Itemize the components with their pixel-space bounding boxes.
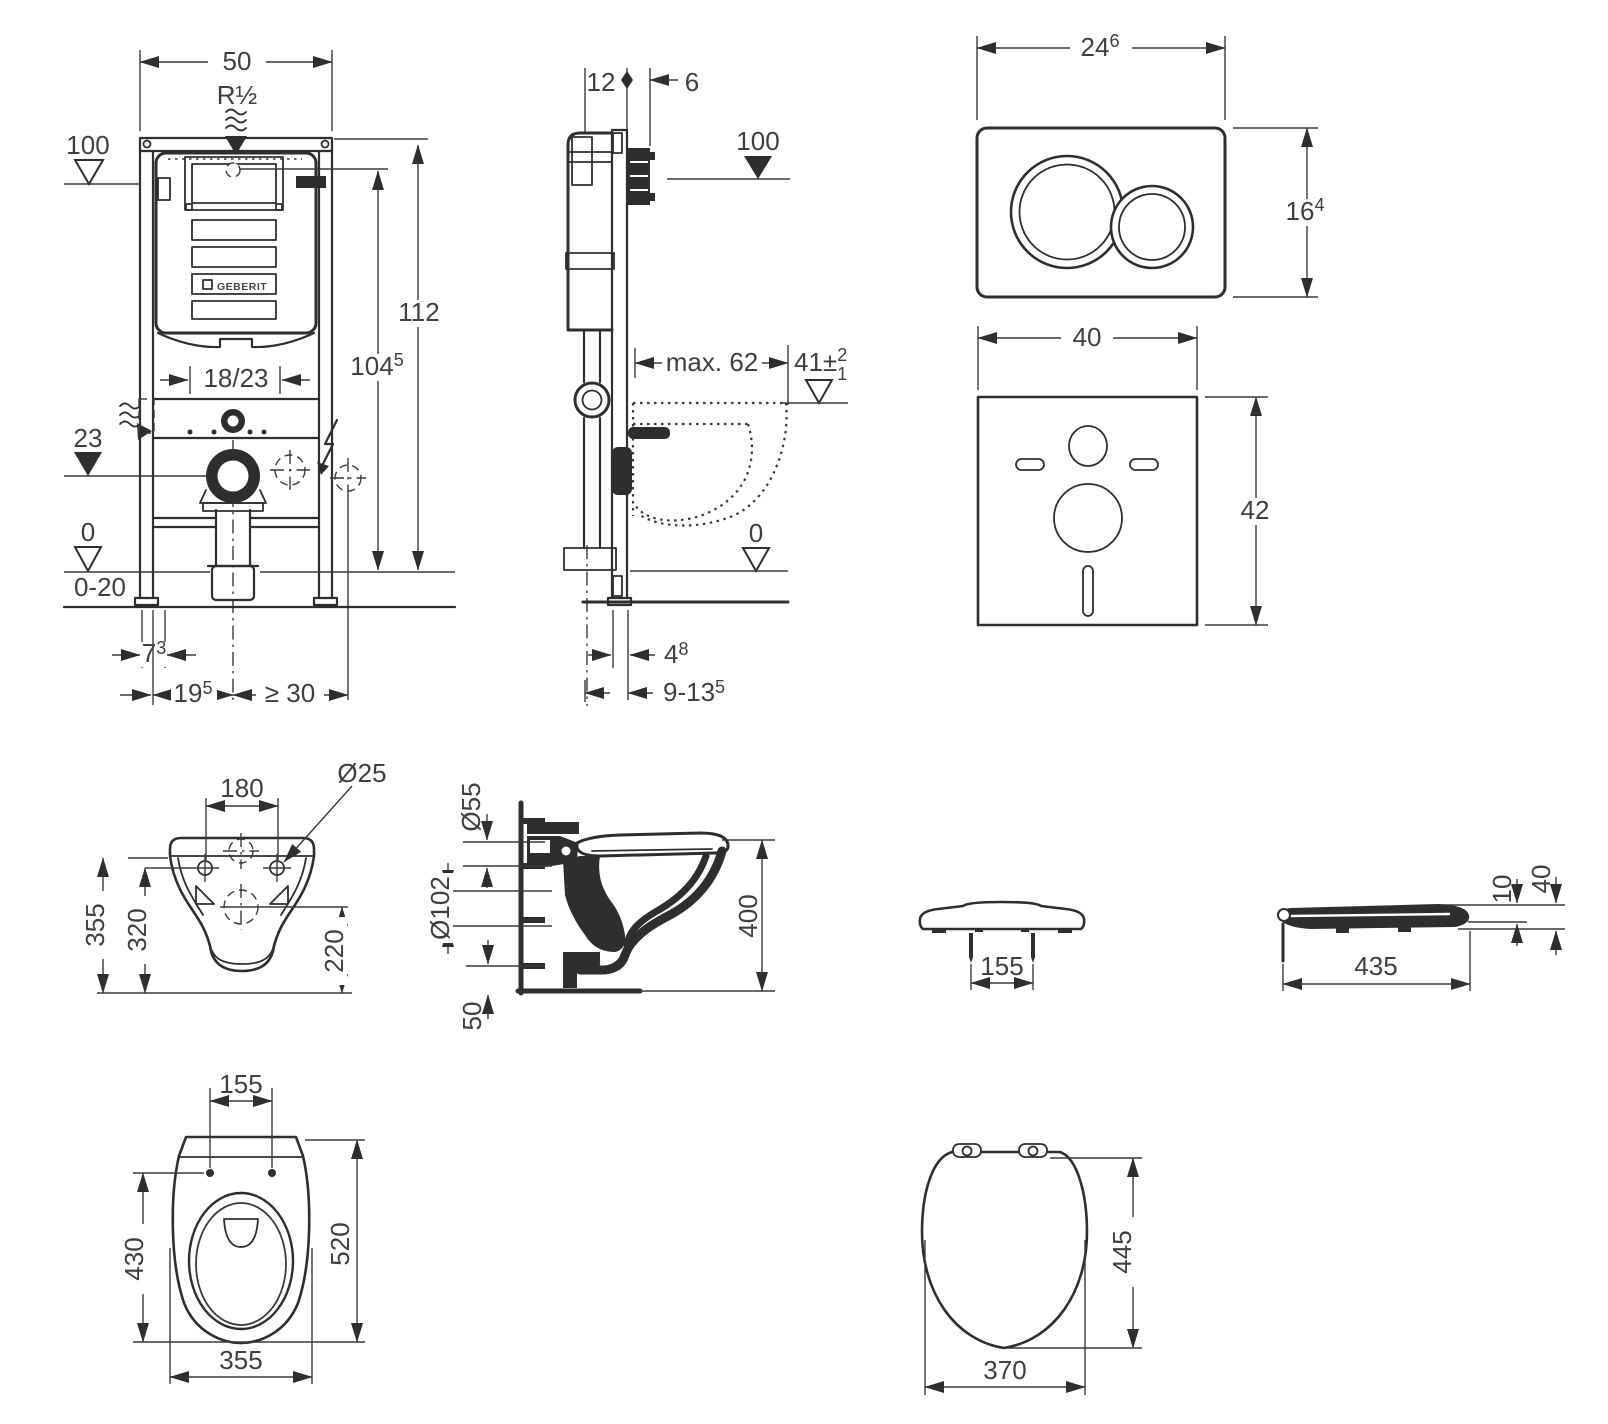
seat-side-view: 10 40 435 bbox=[1277, 865, 1565, 991]
dim-min-side: ≥ 30 bbox=[265, 678, 315, 708]
dim-fixing-spacing: 18/23 bbox=[203, 363, 268, 393]
dim-height-1045: 1045 bbox=[350, 350, 403, 381]
dim-48: 48 bbox=[664, 639, 688, 669]
seat-top-view: 445 370 bbox=[920, 1143, 1142, 1395]
dim-depth-6: 6 bbox=[685, 67, 699, 97]
dim-dia102: Ø102 bbox=[425, 876, 455, 940]
dim-h355: 355 bbox=[80, 903, 110, 946]
dim-plate-width: 246 bbox=[1081, 31, 1120, 62]
dim-level-0: 0 bbox=[81, 517, 95, 547]
dim-offset-195: 195 bbox=[174, 678, 213, 708]
dim-max-62: max. 62 bbox=[666, 347, 759, 377]
dim-depth-12: 12 bbox=[587, 67, 616, 97]
bowl-side-view: Ø55 Ø102 400 50 bbox=[425, 782, 775, 1030]
dim-floor-range: 0-20 bbox=[74, 572, 126, 602]
dim-level-100: 100 bbox=[66, 130, 109, 160]
brand-label: GEBERIT bbox=[217, 281, 267, 293]
dim-hole-dia-25: Ø25 bbox=[337, 758, 386, 788]
dim-seat-len445: 445 bbox=[1107, 1230, 1137, 1273]
dim-mat-height: 42 bbox=[1241, 495, 1270, 525]
dim-seat-hinge-spacing: 155 bbox=[980, 951, 1023, 981]
dim-h320: 320 bbox=[122, 908, 152, 951]
dim-dia55: Ø55 bbox=[456, 782, 486, 831]
dim-w355: 355 bbox=[219, 1345, 262, 1375]
dim-h400: 400 bbox=[733, 894, 763, 937]
dim-seat-length-435: 435 bbox=[1354, 951, 1397, 981]
dim-height-112: 112 bbox=[398, 297, 439, 327]
bowl-top-view: 155 430 520 355 bbox=[119, 1069, 365, 1384]
dim-seat-height-40: 40 bbox=[1526, 865, 1556, 894]
flush-plate-view: 246 164 bbox=[975, 31, 1335, 299]
dim-9135: 9-135 bbox=[663, 677, 725, 707]
bowl-front-view: 180 Ø25 355 320 220 bbox=[80, 758, 387, 994]
dim-level-23: 23 bbox=[74, 423, 103, 453]
dim-level-0-side: 0 bbox=[749, 518, 763, 548]
seat-front-view: 155 bbox=[918, 900, 1086, 990]
dim-inlet-thread: R½ bbox=[217, 80, 257, 110]
dim-plate-height: 164 bbox=[1286, 195, 1325, 226]
dim-gap50: 50 bbox=[457, 1002, 487, 1031]
dim-seat-w370: 370 bbox=[983, 1355, 1026, 1385]
sound-insulation-mat-view: 40 42 bbox=[976, 322, 1282, 627]
dim-mat-width: 40 bbox=[1073, 322, 1102, 352]
frame-front-view: GEBERIT 100 23 0 0-20 50 R½ 112 10 bbox=[62, 46, 457, 708]
dim-d430: 430 bbox=[119, 1237, 149, 1280]
dim-level-100-side: 100 bbox=[736, 126, 779, 156]
dim-d520: 520 bbox=[325, 1222, 355, 1265]
dim-top-hole-spacing: 155 bbox=[219, 1069, 262, 1099]
dim-seat-thickness-10: 10 bbox=[1487, 875, 1517, 904]
dim-width-50: 50 bbox=[223, 46, 252, 76]
dim-h220: 220 bbox=[319, 929, 349, 972]
dim-hole-spacing-180: 180 bbox=[220, 773, 263, 803]
